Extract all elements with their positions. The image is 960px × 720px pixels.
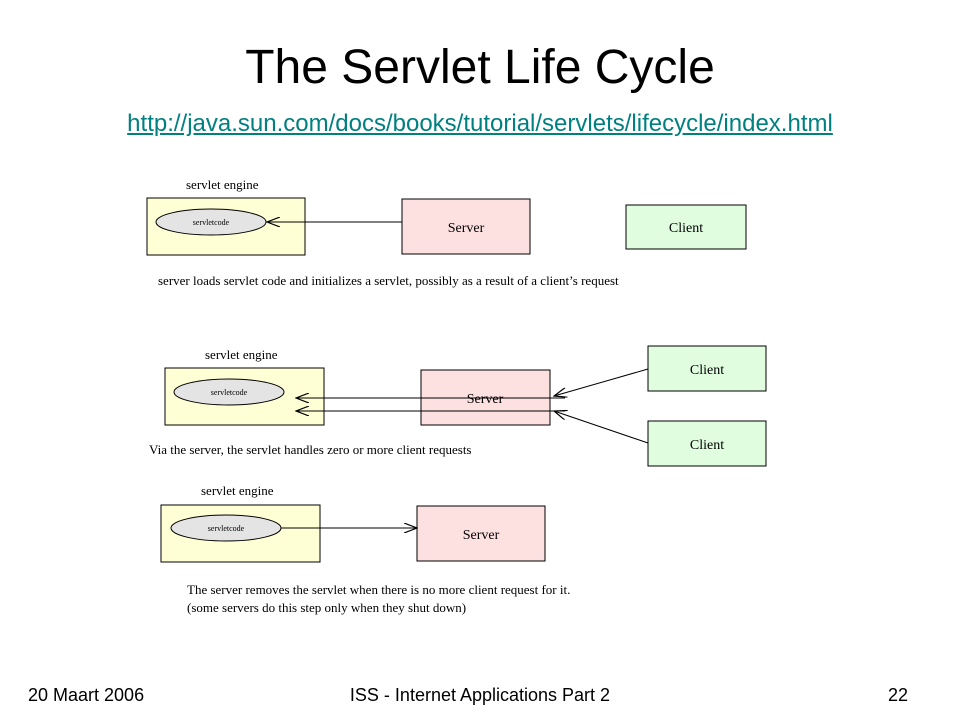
server-box-1 (401, 198, 531, 255)
engine-label-3: servlet engine (201, 483, 274, 498)
caption-stage-2: Via the server, the servlet handles zero… (149, 442, 472, 457)
client-label-1: Client (669, 221, 703, 236)
servlet-code-ellipse-2 (173, 378, 285, 406)
tutorial-url: http://java.sun.com/docs/books/tutorial/… (0, 110, 960, 138)
server-label-1: Server (448, 221, 485, 236)
footer-course: ISS - Internet Applications Part 2 (349, 685, 611, 705)
engine-label-2: servlet engine (205, 347, 278, 362)
client-label-2b: Client (690, 438, 724, 453)
tutorial-link[interactable]: http://java.sun.com/docs/books/tutorial/… (127, 110, 833, 137)
client-label-2a: Client (690, 363, 724, 378)
client-request-arrow-2 (554, 411, 649, 444)
client-box-1 (625, 204, 747, 250)
servlet-code-label-2: servletcode (211, 388, 248, 397)
server-box-3 (416, 505, 546, 562)
caption-stage-1: server loads servlet code and initialize… (158, 273, 619, 288)
footer-date: 20 Maart 2006 (28, 685, 145, 705)
caption-stage-3-line-2: (some servers do this step only when the… (187, 600, 466, 615)
engine-label-1: servlet engine (186, 177, 259, 192)
server-label-3: Server (463, 528, 500, 543)
client-box-2a (647, 345, 767, 392)
client-request-arrow-1 (554, 368, 649, 396)
servlet-code-label-3: servletcode (208, 524, 245, 533)
servlet-code-label-1: servletcode (193, 218, 230, 227)
page-title: The Servlet Life Cycle (245, 41, 715, 94)
server-label-2: Server (467, 392, 504, 407)
caption-stage-3-line-1: The server removes the servlet when ther… (187, 582, 570, 597)
slide-number: 22 (887, 685, 908, 705)
client-box-2b (647, 420, 767, 467)
